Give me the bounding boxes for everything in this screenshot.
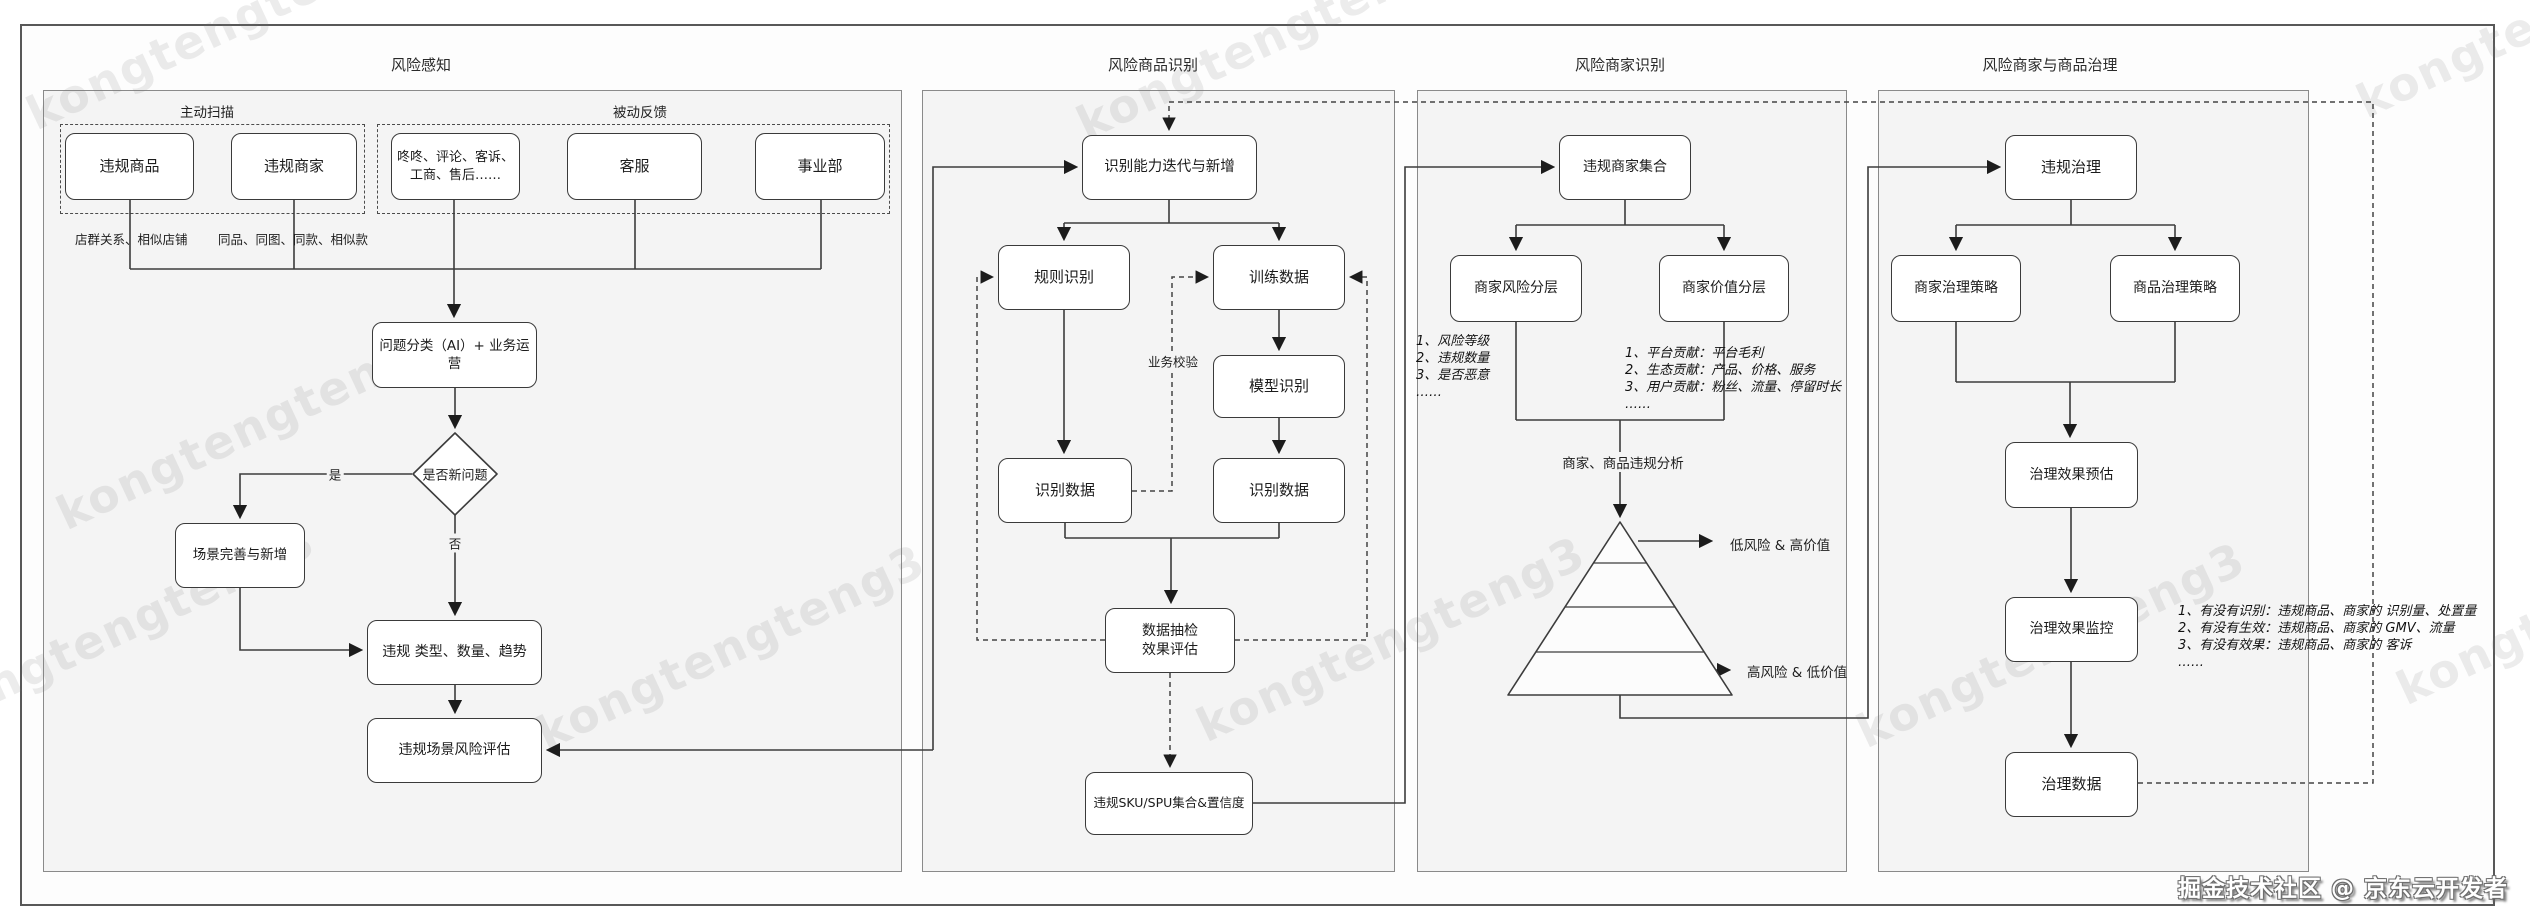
node-merchant-risk-tier: 商家风险分层 bbox=[1450, 255, 1582, 322]
label-high-risk-low-value: 高风险 & 低价值 bbox=[1747, 665, 1848, 681]
node-label: 违规商家集合 bbox=[1583, 159, 1667, 176]
node-label: 数据抽检 效果评估 bbox=[1142, 622, 1198, 658]
group-label-active-scan: 主动扫描 bbox=[180, 105, 234, 121]
annotation-line: 3、用户贡献：粉丝、流量、停留时长 bbox=[1625, 380, 1842, 395]
node-sku-collection: 违规SKU/SPU集合&置信度 bbox=[1085, 772, 1253, 835]
node-capability-iteration: 识别能力迭代与新增 bbox=[1082, 135, 1257, 200]
label-business-verify: 业务校验 bbox=[1145, 351, 1201, 371]
node-violating-merchant: 违规商家 bbox=[231, 133, 357, 200]
annotation-line: 1、平台贡献：平台毛利 bbox=[1625, 346, 1764, 361]
node-label: 事业部 bbox=[797, 157, 843, 176]
group-passive-feedback bbox=[377, 124, 890, 214]
node-label: 问题分类（AI）+ 业务运营 bbox=[379, 337, 530, 372]
node-gov-effect-monitor: 治理效果监控 bbox=[2005, 597, 2138, 662]
node-label: 规则识别 bbox=[1033, 268, 1094, 287]
node-label: 商品治理策略 bbox=[2133, 280, 2217, 297]
node-dongdong-channels: 咚咚、评论、客诉、工商、售后…… bbox=[391, 133, 520, 200]
node-label: 识别能力迭代与新增 bbox=[1104, 158, 1235, 175]
label-store-group: 店群关系、相似店铺 bbox=[75, 232, 188, 247]
node-violation-governance: 违规治理 bbox=[2005, 135, 2137, 200]
node-merchant-collection: 违规商家集合 bbox=[1559, 135, 1691, 200]
annotation-line: 2、违规数量 bbox=[1416, 351, 1490, 366]
node-label: 商家风险分层 bbox=[1474, 280, 1558, 297]
section-title-risk-perception: 风险感知 bbox=[390, 56, 452, 74]
section-title-risk-governance: 风险商家与商品治理 bbox=[1982, 56, 2118, 74]
label-yes: 是 bbox=[326, 464, 344, 484]
node-business-unit: 事业部 bbox=[755, 133, 885, 200]
node-rule-recognition: 规则识别 bbox=[998, 245, 1130, 310]
annotation-line: 3、有没有效果：违规商品、商家的 客诉 bbox=[2178, 638, 2412, 653]
annotation-merchant-risk: 1、风险等级 2、违规数量 3、是否恶意 …… bbox=[1416, 333, 1489, 401]
node-training-data: 训练数据 bbox=[1213, 245, 1345, 310]
node-merchant-gov-strategy: 商家治理策略 bbox=[1891, 255, 2021, 322]
label-no: 否 bbox=[446, 533, 464, 553]
node-label: 咚咚、评论、客诉、工商、售后…… bbox=[396, 149, 514, 183]
node-gov-data: 治理数据 bbox=[2005, 752, 2138, 817]
node-gov-effect-forecast: 治理效果预估 bbox=[2005, 442, 2138, 508]
node-violating-product: 违规商品 bbox=[65, 133, 194, 200]
node-is-new-problem: 是否新问题 bbox=[422, 468, 488, 484]
node-recognition-data-right: 识别数据 bbox=[1213, 458, 1345, 523]
node-product-gov-strategy: 商品治理策略 bbox=[2110, 255, 2240, 322]
node-merchant-value-tier: 商家价值分层 bbox=[1659, 255, 1789, 322]
node-label: 违规商家 bbox=[263, 157, 324, 176]
node-label: 违规场景风险评估 bbox=[398, 742, 511, 759]
annotation-line: 2、有没有生效：违规商品、商家的 GMV、流量 bbox=[2178, 621, 2455, 636]
node-label: 训练数据 bbox=[1248, 268, 1309, 287]
node-label: 违规商品 bbox=[99, 157, 160, 176]
node-label: 违规治理 bbox=[2040, 158, 2101, 177]
annotation-line: …… bbox=[2178, 655, 2204, 670]
node-violation-type-qty-trend: 违规 类型、数量、趋势 bbox=[367, 620, 542, 685]
node-label: 模型识别 bbox=[1248, 377, 1309, 396]
node-label: 客服 bbox=[619, 157, 650, 176]
node-recognition-data-left: 识别数据 bbox=[998, 458, 1132, 523]
node-scene-improve: 场景完善与新增 bbox=[175, 523, 305, 588]
node-violation-scene-risk-assess: 违规场景风险评估 bbox=[367, 718, 542, 783]
annotation-line: …… bbox=[1625, 397, 1651, 412]
annotation-gov-monitor: 1、有没有识别：违规商品、商家的 识别量、处置量 2、有没有生效：违规商品、商家… bbox=[2178, 603, 2476, 671]
node-customer-service: 客服 bbox=[567, 133, 702, 200]
credit-text: 掘金技术社区 @ 京东云开发者 bbox=[2177, 876, 2508, 902]
node-problem-classification: 问题分类（AI）+ 业务运营 bbox=[372, 322, 537, 388]
annotation-line: 2、生态贡献：产品、价格、服务 bbox=[1625, 363, 1816, 378]
section-title-risk-product-identification: 风险商品识别 bbox=[1107, 56, 1199, 74]
node-model-recognition: 模型识别 bbox=[1213, 355, 1345, 418]
node-label: 治理效果监控 bbox=[2029, 621, 2114, 638]
label-same-product: 同品、同图、同款、相似款 bbox=[218, 232, 369, 247]
label-violation-analysis: 商家、商品违规分析 bbox=[1560, 452, 1686, 472]
group-active-scan bbox=[60, 124, 365, 214]
annotation-line: …… bbox=[1416, 385, 1442, 400]
node-label: 违规 类型、数量、趋势 bbox=[382, 644, 527, 661]
group-label-passive-feedback: 被动反馈 bbox=[613, 105, 667, 121]
section-risk-merchant-identification bbox=[1417, 90, 1847, 872]
node-label: 识别数据 bbox=[1248, 481, 1309, 500]
label-low-risk-high-value: 低风险 & 高价值 bbox=[1730, 538, 1831, 554]
node-label: 治理数据 bbox=[2041, 775, 2102, 794]
annotation-merchant-value: 1、平台贡献：平台毛利 2、生态贡献：产品、价格、服务 3、用户贡献：粉丝、流量… bbox=[1625, 345, 1841, 413]
node-label: 商家价值分层 bbox=[1682, 280, 1766, 297]
section-title-risk-merchant-identification: 风险商家识别 bbox=[1574, 56, 1666, 74]
annotation-line: 1、风险等级 bbox=[1416, 334, 1490, 349]
node-label: 识别数据 bbox=[1034, 481, 1095, 500]
node-label: 违规SKU/SPU集合&置信度 bbox=[1093, 795, 1245, 811]
node-label: 治理效果预估 bbox=[2029, 466, 2114, 483]
node-label: 商家治理策略 bbox=[1914, 280, 1998, 297]
annotation-line: 1、有没有识别：违规商品、商家的 识别量、处置量 bbox=[2178, 604, 2477, 619]
annotation-line: 3、是否恶意 bbox=[1416, 368, 1490, 383]
node-sampling-evaluation: 数据抽检 效果评估 bbox=[1105, 608, 1235, 673]
node-label: 场景完善与新增 bbox=[192, 547, 288, 564]
